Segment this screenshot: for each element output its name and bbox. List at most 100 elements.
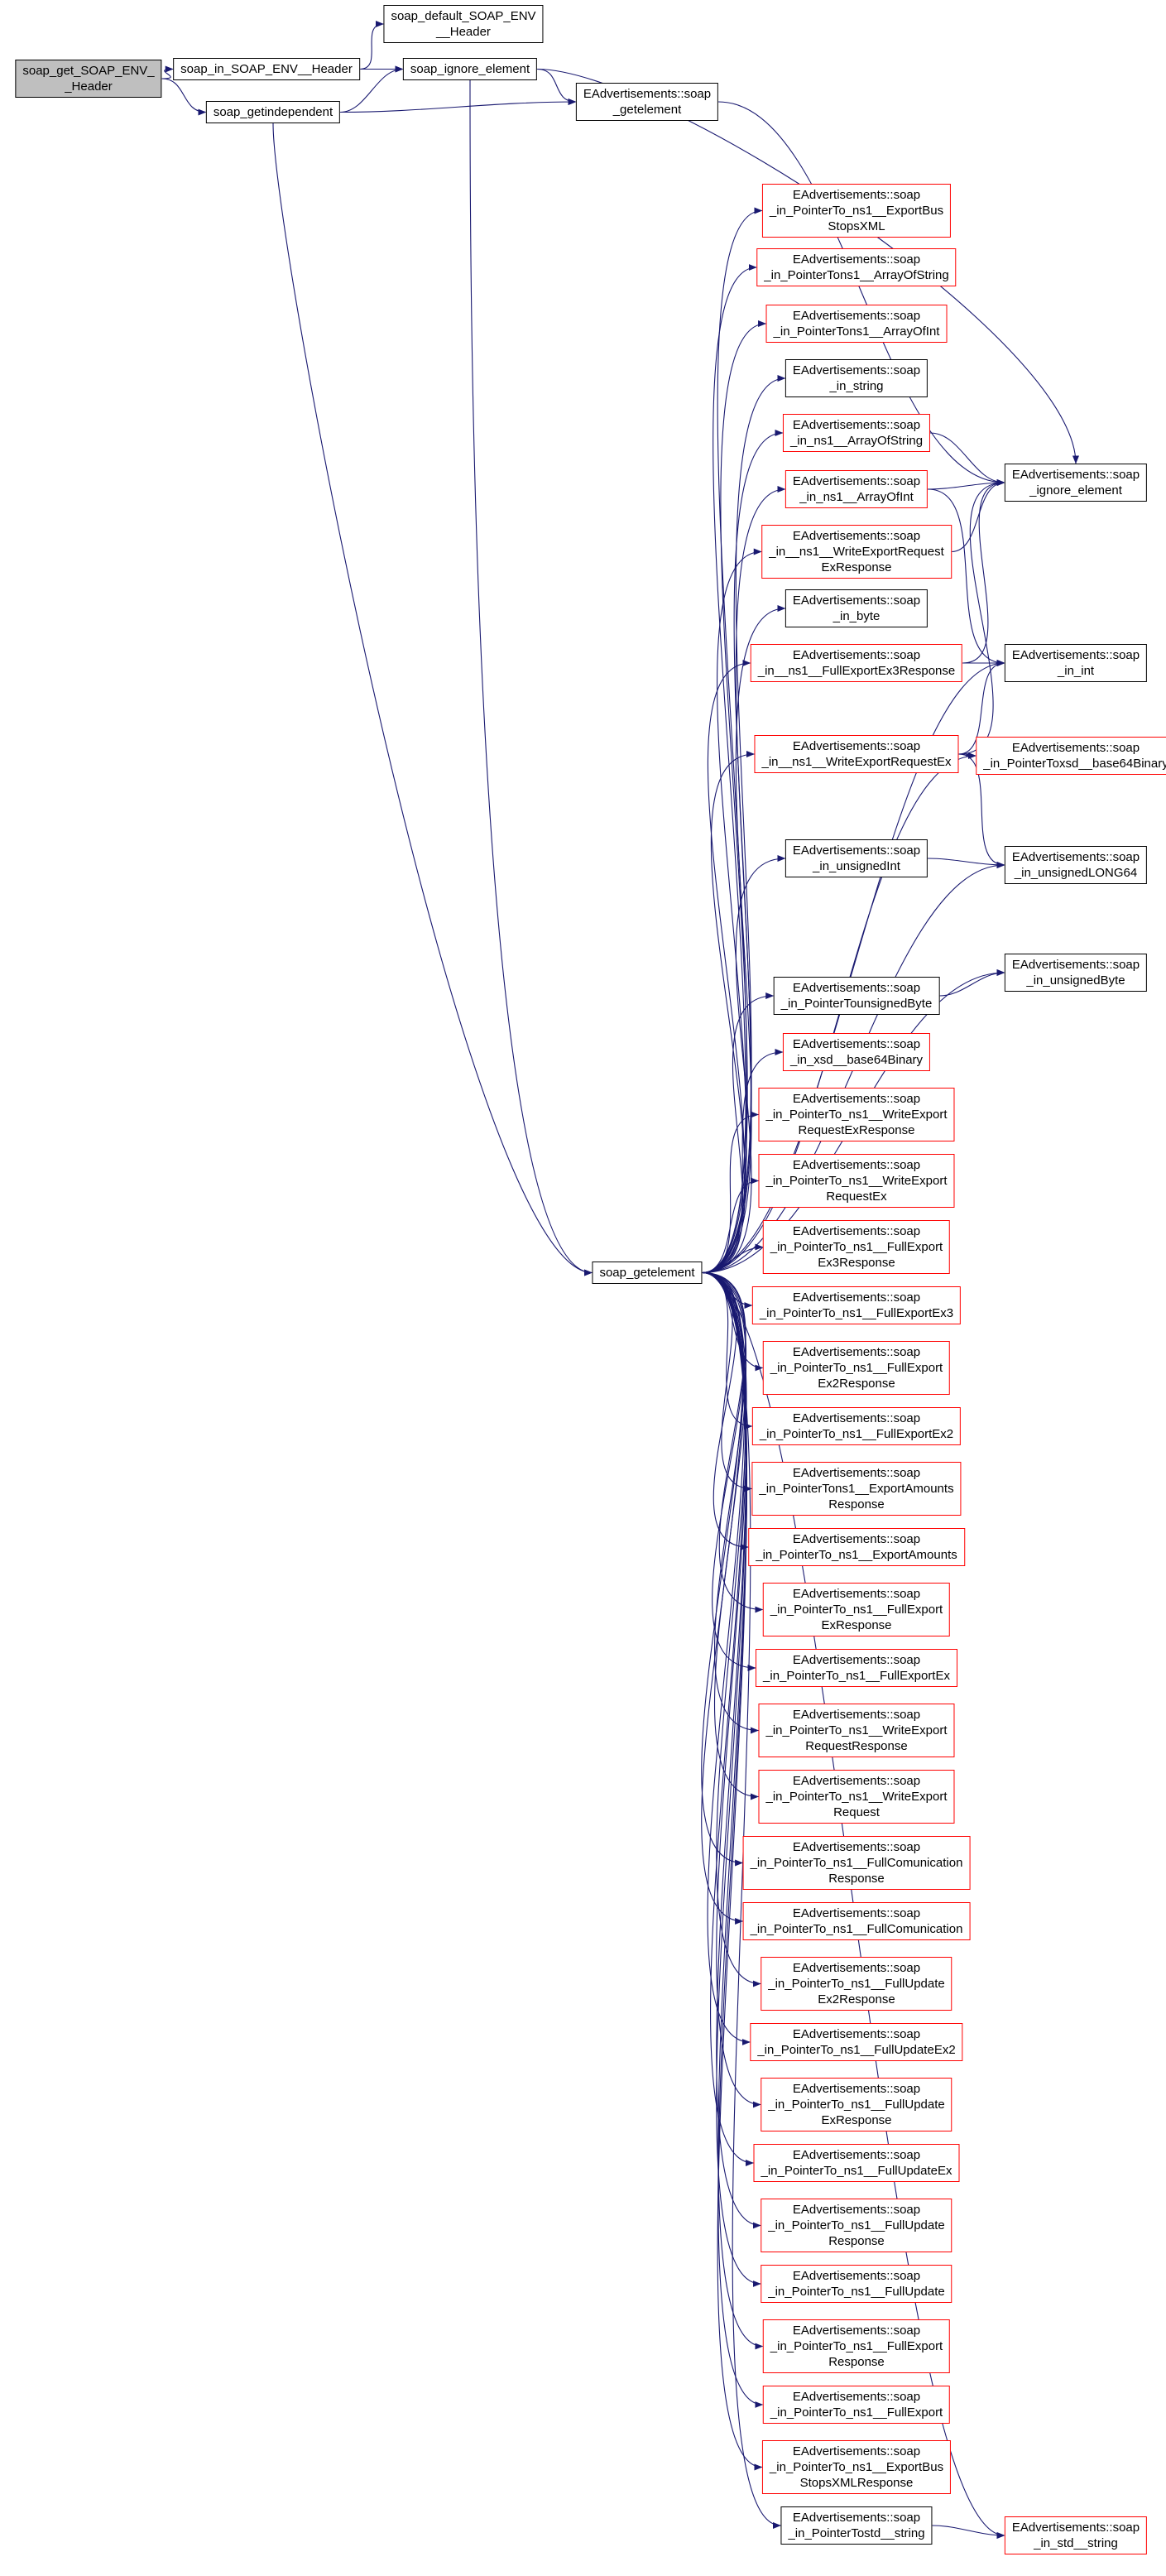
- graph-node-m1[interactable]: EAdvertisements::soap_in_PointerTo_ns1__…: [761, 184, 952, 238]
- graph-node-m7[interactable]: EAdvertisements::soap_in__ns1__WriteExpo…: [761, 525, 952, 579]
- graph-node-m26[interactable]: EAdvertisements::soap_in_PointerTo_ns1__…: [742, 1836, 971, 1890]
- graph-node-m25[interactable]: EAdvertisements::soap_in_PointerTo_ns1__…: [758, 1770, 955, 1824]
- node-label-line: Response: [828, 2234, 885, 2248]
- node-label-line: _getelement: [612, 103, 682, 117]
- graph-node-eaStdStr[interactable]: EAdvertisements::soap_in_std__string: [1004, 2516, 1148, 2554]
- node-label-line: EAdvertisements::soap: [792, 474, 921, 488]
- node-label-line: _in_PointerTo_ns1__WriteExport: [765, 1723, 948, 1737]
- node-label-line: _in_ns1__ArrayOfInt: [799, 490, 914, 504]
- graph-node-eaGetel[interactable]: EAdvertisements::soap_getelement: [575, 83, 719, 121]
- graph-node-getindep[interactable]: soap_getindependent: [205, 101, 341, 123]
- node-label-line: _in_PointerToxsd__base64Binary: [983, 757, 1166, 771]
- node-label-line: EAdvertisements::soap: [792, 2203, 921, 2217]
- graph-node-m16[interactable]: EAdvertisements::soap_in_PointerTo_ns1__…: [762, 1220, 951, 1274]
- graph-node-eaUByte[interactable]: EAdvertisements::soap_in_unsignedByte: [1004, 954, 1148, 992]
- graph-node-m6[interactable]: EAdvertisements::soap_in_ns1__ArrayOfInt: [785, 470, 928, 508]
- graph-node-m30[interactable]: EAdvertisements::soap_in_PointerTo_ns1__…: [761, 2078, 952, 2131]
- node-label-line: _in_PointerTo_ns1__FullExport: [770, 1361, 943, 1375]
- graph-node-m21[interactable]: EAdvertisements::soap_in_PointerTo_ns1__…: [748, 1528, 965, 1566]
- graph-node-m10[interactable]: EAdvertisements::soap_in__ns1__WriteExpo…: [754, 735, 959, 773]
- node-label-line: _in_PointerTo_ns1__FullUpdate: [768, 2218, 945, 2232]
- edge-m10-eaInInt: [958, 660, 1005, 755]
- graph-node-m24[interactable]: EAdvertisements::soap_in_PointerTo_ns1__…: [758, 1704, 955, 1757]
- node-label-line: _ignore_element: [1029, 483, 1122, 497]
- graph-node-m17[interactable]: EAdvertisements::soap_in_PointerTo_ns1__…: [751, 1286, 962, 1324]
- graph-node-m34[interactable]: EAdvertisements::soap_in_PointerTo_ns1__…: [762, 2319, 951, 2373]
- graph-node-m28[interactable]: EAdvertisements::soap_in_PointerTo_ns1__…: [761, 1957, 952, 2011]
- graph-node-m37[interactable]: EAdvertisements::soap_in_PointerTostd__s…: [780, 2506, 933, 2545]
- node-label-line: EAdvertisements::soap: [792, 1092, 921, 1106]
- edge-m12-eaUByte: [939, 969, 1005, 997]
- graph-node-eaIgnore[interactable]: EAdvertisements::soap_ignore_element: [1004, 464, 1148, 502]
- graph-node-getel[interactable]: soap_getelement: [592, 1262, 703, 1284]
- node-label-line: _in_PointerTo_ns1__FullExport: [770, 2339, 943, 2353]
- graph-node-inHeader[interactable]: soap_in_SOAP_ENV__Header: [173, 58, 360, 80]
- node-label-line: EAdvertisements::soap: [792, 1708, 921, 1722]
- node-label-line: EAdvertisements::soap: [792, 2269, 921, 2283]
- graph-node-m12[interactable]: EAdvertisements::soap_in_PointerTounsign…: [773, 977, 940, 1015]
- graph-node-m14[interactable]: EAdvertisements::soap_in_PointerTo_ns1__…: [758, 1088, 955, 1141]
- graph-node-m20[interactable]: EAdvertisements::soap_in_PointerTons1__E…: [751, 1462, 962, 1516]
- graph-node-m15[interactable]: EAdvertisements::soap_in_PointerTo_ns1__…: [758, 1154, 955, 1208]
- edge-getel-m11: [702, 855, 786, 1274]
- graph-node-m31[interactable]: EAdvertisements::soap_in_PointerTo_ns1__…: [753, 2144, 960, 2182]
- graph-node-ignore[interactable]: soap_ignore_element: [402, 58, 538, 80]
- graph-node-eaULong64[interactable]: EAdvertisements::soap_in_unsignedLONG64: [1004, 846, 1148, 884]
- node-label-line: _in_PointerTo_ns1__ExportBus: [769, 204, 944, 218]
- graph-node-defHeader[interactable]: soap_default_SOAP_ENV__Header: [383, 5, 544, 43]
- node-label-line: _in_PointerTons1__ArrayOfInt: [773, 324, 940, 339]
- graph-node-m13[interactable]: EAdvertisements::soap_in_xsd__base64Bina…: [782, 1033, 931, 1071]
- graph-node-m5[interactable]: EAdvertisements::soap_in_ns1__ArrayOfStr…: [782, 414, 931, 452]
- edge-getel-m32: [702, 1271, 761, 2229]
- node-label-line: _in_PointerTo_ns1__WriteExport: [765, 1108, 948, 1122]
- edge-getindep-getel: [272, 123, 593, 1276]
- graph-node-eaPtrB64[interactable]: EAdvertisements::soap_in_PointerToxsd__b…: [976, 737, 1166, 775]
- node-label-line: soap_getindependent: [213, 105, 333, 119]
- graph-node-m3[interactable]: EAdvertisements::soap_in_PointerTons1__A…: [765, 305, 948, 343]
- edge-root-getindep: [161, 78, 207, 116]
- node-label-line: _in_PointerTo_ns1__FullExport: [770, 2405, 943, 2420]
- graph-node-m36[interactable]: EAdvertisements::soap_in_PointerTo_ns1__…: [761, 2440, 952, 2494]
- graph-node-m4[interactable]: EAdvertisements::soap_in_string: [785, 359, 928, 397]
- node-label-line: EAdvertisements::soap: [792, 981, 921, 995]
- node-label-line: EAdvertisements::soap: [583, 87, 712, 101]
- graph-node-m19[interactable]: EAdvertisements::soap_in_PointerTo_ns1__…: [751, 1407, 962, 1445]
- node-label-line: EAdvertisements::soap: [792, 1224, 921, 1238]
- node-label-line: EAdvertisements::soap: [1011, 468, 1140, 482]
- node-label-line: _in_unsignedByte: [1026, 973, 1125, 988]
- graph-node-m35[interactable]: EAdvertisements::soap_in_PointerTo_ns1__…: [762, 2386, 951, 2424]
- node-label-line: _in_PointerTo_ns1__FullExport: [770, 1603, 943, 1617]
- graph-node-m23[interactable]: EAdvertisements::soap_in_PointerTo_ns1__…: [756, 1649, 957, 1687]
- graph-node-m27[interactable]: EAdvertisements::soap_in_PointerTo_ns1__…: [742, 1902, 971, 1940]
- edge-getel-m10: [702, 751, 755, 1274]
- node-label-line: EAdvertisements::soap: [792, 2511, 921, 2525]
- edge-getel-eaInInt: [702, 660, 1005, 1274]
- graph-node-m22[interactable]: EAdvertisements::soap_in_PointerTo_ns1__…: [762, 1583, 951, 1636]
- graph-node-m29[interactable]: EAdvertisements::soap_in_PointerTo_ns1__…: [750, 2023, 963, 2061]
- edge-getel-m36: [702, 1271, 763, 2471]
- node-label-line: _in_ns1__ArrayOfString: [789, 434, 924, 448]
- graph-node-m2[interactable]: EAdvertisements::soap_in_PointerTons1__A…: [756, 248, 957, 286]
- graph-node-eaInInt[interactable]: EAdvertisements::soap_in_int: [1004, 644, 1148, 682]
- node-label-line: Response: [828, 1497, 885, 1511]
- edge-ignore-getel: [469, 79, 593, 1276]
- node-label-line: ExResponse: [821, 2113, 892, 2127]
- graph-node-m33[interactable]: EAdvertisements::soap_in_PointerTo_ns1__…: [761, 2265, 952, 2303]
- node-label-line: RequestExResponse: [798, 1123, 915, 1137]
- graph-node-m9[interactable]: EAdvertisements::soap_in__ns1__FullExpor…: [750, 644, 963, 682]
- node-label-line: _in__ns1__FullExportEx3Response: [757, 664, 956, 678]
- edge-m6-eaInInt: [928, 488, 1005, 666]
- graph-node-m8[interactable]: EAdvertisements::soap_in_byte: [785, 589, 928, 627]
- graph-node-m11[interactable]: EAdvertisements::soap_in_unsignedInt: [785, 839, 928, 877]
- node-label-line: EAdvertisements::soap: [792, 1037, 921, 1051]
- graph-node-m18[interactable]: EAdvertisements::soap_in_PointerTo_ns1__…: [762, 1341, 951, 1395]
- node-label-line: EAdvertisements::soap: [792, 2148, 921, 2162]
- edge-getel-m7: [702, 548, 762, 1274]
- graph-node-m32[interactable]: EAdvertisements::soap_in_PointerTo_ns1__…: [761, 2199, 952, 2252]
- node-label-line: _in_unsignedLONG64: [1014, 866, 1138, 880]
- node-label-line: _in_PointerTo_ns1__FullExport: [770, 1240, 943, 1254]
- edge-getindep-eaGetel: [340, 99, 577, 113]
- node-label-line: EAdvertisements::soap: [792, 529, 921, 543]
- node-label-line: EAdvertisements::soap: [792, 1290, 921, 1305]
